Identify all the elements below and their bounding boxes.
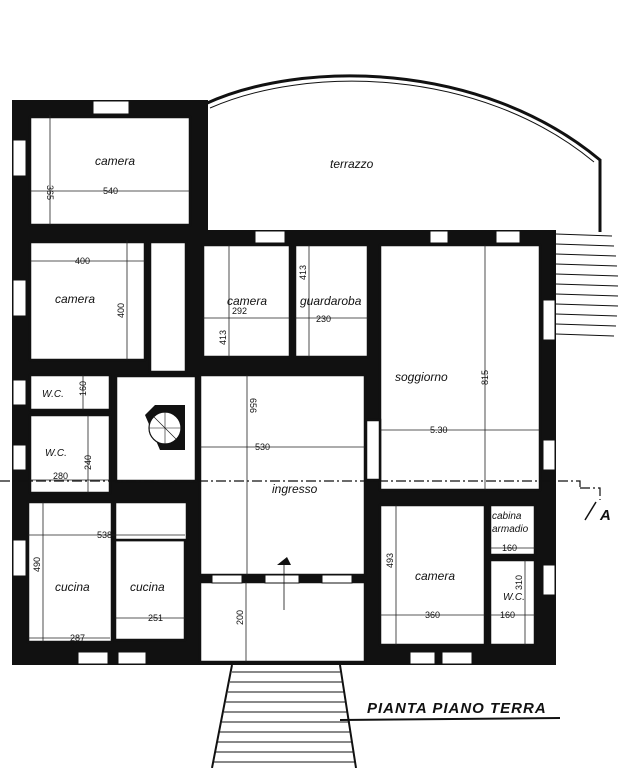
dim-camera-mid-w: 292 <box>232 306 247 316</box>
dim-wc1-h: 160 <box>78 381 88 396</box>
room-wc-3 <box>488 558 537 647</box>
label-guardaroba: guardaroba <box>300 294 362 308</box>
dim-camera-right-w: 360 <box>425 610 440 620</box>
dim-ingresso-w: 530 <box>255 442 270 452</box>
room-camera-mid <box>201 243 292 359</box>
label-soggiorno: soggiorno <box>395 370 448 384</box>
room-guardaroba <box>293 243 370 359</box>
dim-ingresso-h: 656 <box>248 398 258 413</box>
dim-wc2-w: 280 <box>53 471 68 481</box>
label-cabina: cabina <box>492 511 522 522</box>
room-camera-top <box>28 115 192 227</box>
room-cucina-1 <box>26 500 114 644</box>
dim-cucina2-w: 251 <box>148 613 163 623</box>
dim-wc2-h: 240 <box>83 455 93 470</box>
label-camera-top: camera <box>95 154 135 168</box>
windows <box>12 100 556 665</box>
spiral-staircase-icon <box>145 405 185 450</box>
dim-soggiorno-h: 815 <box>480 370 490 385</box>
label-cucina-2: cucina <box>130 580 165 594</box>
dim-guardaroba-h: 413 <box>298 265 308 280</box>
dim-wc3-h: 310 <box>514 575 524 590</box>
dim-camera-mid-h: 413 <box>218 330 228 345</box>
terrace-outline <box>204 74 602 232</box>
title-underline <box>339 717 561 721</box>
drawing-title: PIANTA PIANO TERRA <box>367 700 547 717</box>
label-armadio: armadio <box>492 524 529 535</box>
dim-camera-right-h: 493 <box>385 553 395 568</box>
section-marker: A <box>599 507 612 524</box>
room-ingresso <box>198 373 367 577</box>
kitchen-hall <box>113 500 189 542</box>
room-soggiorno <box>378 243 542 492</box>
room-labels: camera terrazzo camera camera guardaroba… <box>42 154 529 603</box>
dimension-lines <box>28 115 540 662</box>
room-cabina-armadio <box>488 503 537 557</box>
dim-camera-left-h: 400 <box>116 303 126 318</box>
room-camera-left <box>28 240 147 362</box>
label-cucina-1: cucina <box>55 580 90 594</box>
side-stairs <box>555 233 619 337</box>
section-line <box>0 480 601 500</box>
entrance-arrow-icon <box>277 557 291 610</box>
dim-cucina1-w: 287 <box>70 633 85 643</box>
label-ingresso: ingresso <box>272 482 318 496</box>
dim-wc3-w: 160 <box>500 610 515 620</box>
dim-cucina-h: 490 <box>32 557 42 572</box>
label-camera-left: camera <box>55 292 95 306</box>
vestibule <box>198 580 367 664</box>
dimension-labels: 365 540 400 400 292 413 413 230 815 5.30… <box>32 185 524 643</box>
passage <box>364 418 382 482</box>
dim-cucina-total-w: 538 <box>97 530 112 540</box>
dim-camera-left-w: 400 <box>75 256 90 266</box>
dim-vestibule-h: 200 <box>235 610 245 625</box>
dim-camera-top-h: 365 <box>45 185 55 200</box>
dim-guardaroba-w: 230 <box>316 314 331 324</box>
room-wc-1 <box>28 373 112 412</box>
label-wc-2: W.C. <box>45 448 67 459</box>
label-camera-mid: camera <box>227 294 267 308</box>
room-camera-right <box>378 503 487 647</box>
label-camera-right: camera <box>415 569 455 583</box>
front-stairs <box>211 664 357 768</box>
corridor <box>148 240 188 374</box>
label-wc-3: W.C. <box>503 592 525 603</box>
label-terrazzo: terrazzo <box>330 157 374 171</box>
label-wc-1: W.C. <box>42 389 64 400</box>
dim-soggiorno-w: 5.30 <box>430 425 448 435</box>
dim-cabina-w: 160 <box>502 543 517 553</box>
dim-camera-top-w: 540 <box>103 186 118 196</box>
